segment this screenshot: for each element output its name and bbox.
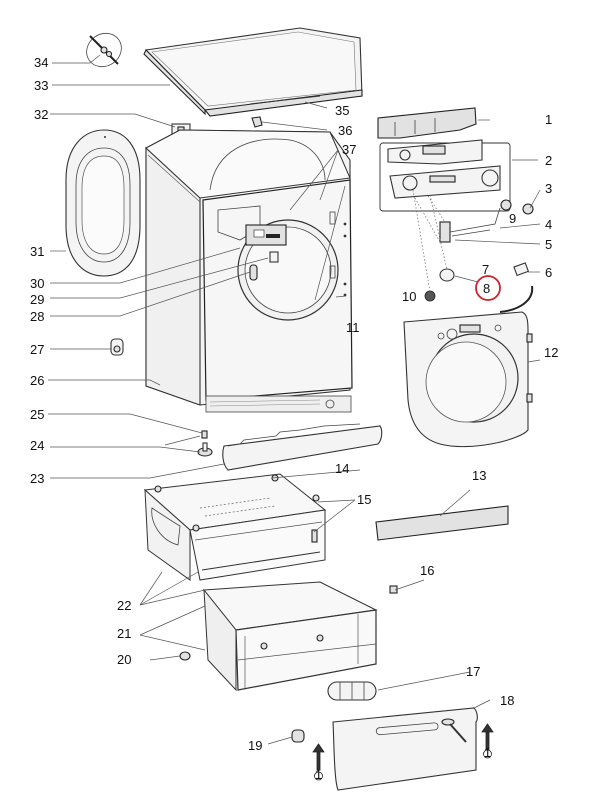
callout-12[interactable]: 12	[544, 345, 558, 360]
callout-19[interactable]: 19	[248, 738, 262, 753]
part-23-kickplate	[222, 423, 383, 471]
callout-33[interactable]: 33	[34, 78, 48, 93]
callout-6[interactable]: 6	[545, 265, 552, 280]
callout-4[interactable]: 4	[545, 217, 552, 232]
callout-36[interactable]: 36	[338, 123, 352, 138]
callout-28[interactable]: 28	[30, 309, 44, 324]
callout-25[interactable]: 25	[30, 407, 44, 422]
callout-8[interactable]: 8	[483, 281, 490, 296]
assembly-arrow-right: 1	[481, 723, 494, 760]
part-27-lock	[110, 338, 124, 356]
parts-4-5-7-switches	[414, 195, 501, 243]
callout-22[interactable]: 22	[117, 598, 131, 613]
part-17-handle-bracket	[327, 681, 377, 701]
highlight-circle-part-8[interactable]	[475, 275, 501, 301]
callout-9[interactable]: 9	[509, 211, 516, 226]
part-34-hinge-kit	[86, 32, 122, 68]
callout-21[interactable]: 21	[117, 626, 131, 641]
callout-34[interactable]: 34	[34, 55, 48, 70]
callout-35[interactable]: 35	[335, 103, 349, 118]
part-13-trim-strip	[375, 505, 509, 541]
callout-29[interactable]: 29	[30, 292, 44, 307]
part-12-front-panel	[403, 311, 533, 448]
callout-16[interactable]: 16	[420, 563, 434, 578]
part-2-control-panel-box	[379, 139, 511, 212]
part-19-catch	[291, 729, 305, 743]
part-20-roller	[179, 651, 191, 661]
callout-2[interactable]: 2	[545, 153, 552, 168]
callout-37[interactable]: 37	[342, 142, 356, 157]
callout-labels: 34 33 32 35 36 37 1 2 3 9 4 5 7 6 8 10 1…	[30, 55, 558, 753]
part-8-push-button	[439, 268, 455, 282]
callout-30[interactable]: 30	[30, 276, 44, 291]
callout-26[interactable]: 26	[30, 373, 44, 388]
assembly-arrow-left: 1	[312, 743, 325, 782]
part-36-top-clip	[251, 116, 263, 128]
callout-3[interactable]: 3	[545, 181, 552, 196]
part-22-pedestal-frame	[143, 473, 327, 581]
callout-7[interactable]: 7	[482, 262, 489, 277]
callout-14[interactable]: 14	[335, 461, 349, 476]
callout-10[interactable]: 10	[402, 289, 416, 304]
callout-18[interactable]: 18	[500, 693, 514, 708]
part-24-foot	[197, 430, 213, 457]
callout-31[interactable]: 31	[30, 244, 44, 259]
leader-lines	[48, 54, 541, 745]
callout-13[interactable]: 13	[472, 468, 486, 483]
callout-24[interactable]: 24	[30, 438, 44, 453]
callout-11[interactable]: 11	[346, 320, 360, 335]
callout-15[interactable]: 15	[357, 492, 371, 507]
part-9-knob-small	[500, 199, 512, 211]
part-10-button-cap	[424, 290, 436, 302]
assembly-marker-label: 1	[315, 767, 322, 782]
part-21-drawer	[203, 581, 378, 692]
part-18-drawer-front	[332, 707, 478, 791]
callout-5[interactable]: 5	[545, 237, 552, 252]
part-33-worktop	[143, 27, 363, 117]
assembly-marker-label: 1	[484, 745, 491, 760]
callout-1[interactable]: 1	[545, 112, 552, 127]
callout-20[interactable]: 20	[117, 652, 131, 667]
part-31-door	[65, 129, 141, 277]
callout-27[interactable]: 27	[30, 342, 44, 357]
callout-17[interactable]: 17	[466, 664, 480, 679]
part-6-connector	[499, 262, 534, 313]
callout-32[interactable]: 32	[34, 107, 48, 122]
cabinet-front-plate	[202, 179, 353, 413]
part-1-control-top-cover	[377, 107, 477, 139]
callout-23[interactable]: 23	[30, 471, 44, 486]
